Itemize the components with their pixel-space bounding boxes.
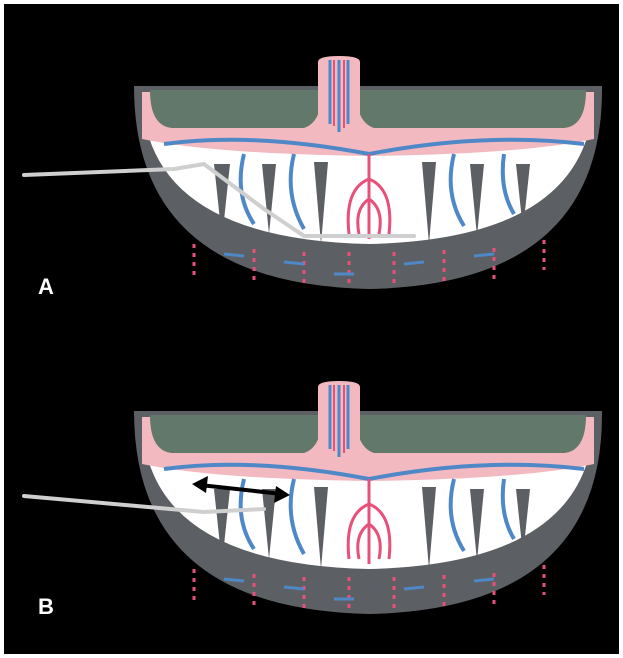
figure-frame: A B	[4, 4, 619, 654]
placenta-diagram-b	[4, 329, 619, 654]
placenta-diagram-a	[4, 4, 619, 329]
amniotic-cavity	[356, 415, 586, 453]
panel-label: A	[38, 276, 54, 298]
placenta-illustration	[134, 381, 602, 614]
amniotic-cavity	[150, 415, 322, 453]
amniotic-cavity	[356, 90, 586, 128]
panel-label: B	[38, 596, 54, 618]
placenta-illustration	[134, 56, 602, 289]
amniotic-cavity	[150, 90, 322, 128]
